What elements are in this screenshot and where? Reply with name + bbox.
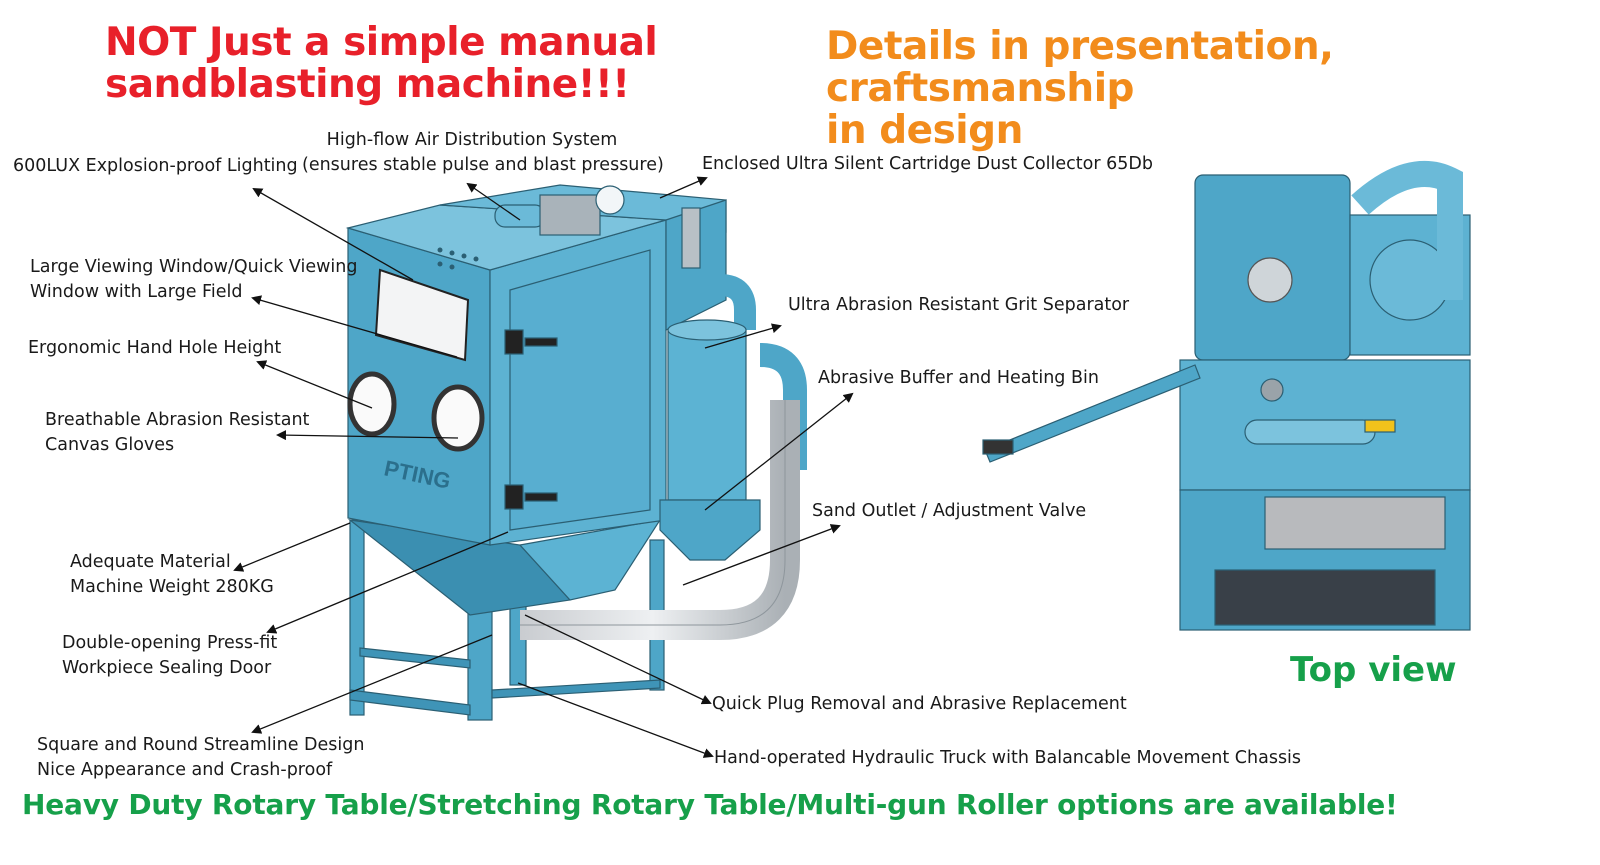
arrow-buffer-bin (704, 392, 854, 511)
label-gloves-line2: Canvas Gloves (45, 435, 175, 455)
arrow-hand-hole (256, 360, 373, 409)
arrow-streamline (251, 634, 493, 734)
label-material: Adequate Material Machine Weight 280KG (70, 550, 274, 600)
top-view-caption: Top view (1290, 650, 1457, 690)
label-lighting: 600LUX Explosion-proof Lighting (13, 156, 298, 176)
arrow-sand-outlet (682, 524, 841, 586)
label-sand-outlet: Sand Outlet / Adjustment Valve (812, 501, 1087, 521)
options-banner: Heavy Duty Rotary Table/Stretching Rotar… (22, 788, 1398, 821)
label-gloves: Breathable Abrasion Resistant Canvas Glo… (45, 408, 309, 458)
headline-right-line1: Details in presentation, craftsmanship (826, 24, 1334, 111)
headline-right-line2: in design (826, 108, 1023, 153)
label-viewing-window: Large Viewing Window/Quick Viewing Windo… (30, 255, 357, 305)
label-buffer-bin: Abrasive Buffer and Heating Bin (818, 368, 1099, 388)
arrow-truck (517, 682, 714, 758)
label-door: Double-opening Press-fit Workpiece Seali… (62, 631, 277, 681)
label-air-system-line2: (ensures stable pulse and blast pressure… (302, 155, 664, 175)
arrow-quick-plug (524, 614, 712, 705)
label-grit-separator: Ultra Abrasion Resistant Grit Separator (788, 295, 1130, 315)
label-material-line2: Machine Weight 280KG (70, 577, 274, 597)
top-view-machine (982, 160, 1471, 631)
label-gloves-line1: Breathable Abrasion Resistant (45, 410, 310, 430)
label-hand-hole: Ergonomic Hand Hole Height (28, 338, 282, 358)
arrow-door (266, 531, 509, 634)
arrow-lighting (252, 188, 414, 281)
arrow-gloves (276, 430, 459, 441)
label-door-line2: Workpiece Sealing Door (62, 658, 272, 678)
callout-arrows (233, 176, 854, 758)
label-viewing-window-line2: Window with Large Field (30, 282, 243, 302)
label-streamline-line2: Nice Appearance and Crash-proof (37, 760, 333, 780)
arrow-material (233, 522, 351, 572)
headline-left-line1: NOT Just a simple manual (105, 20, 658, 65)
label-air-system-line1: High-flow Air Distribution System (326, 130, 618, 150)
label-air-system: High-flow Air Distribution System (ensur… (302, 128, 664, 178)
headline-right: Details in presentation, craftsmanship i… (826, 26, 1600, 152)
arrow-grit-separator (704, 323, 782, 349)
label-quick-plug: Quick Plug Removal and Abrasive Replacem… (712, 694, 1127, 714)
sandblasting-cabinet (345, 184, 807, 721)
label-material-line1: Adequate Material (70, 552, 231, 572)
headline-left-line2: sandblasting machine!!! (105, 62, 630, 107)
label-dust-collector: Enclosed Ultra Silent Cartridge Dust Col… (702, 154, 1153, 174)
label-door-line1: Double-opening Press-fit (62, 633, 278, 653)
label-streamline: Square and Round Streamline Design Nice … (37, 733, 364, 783)
arrow-viewing-window (251, 295, 458, 358)
arrow-air-system (466, 182, 521, 221)
label-streamline-line1: Square and Round Streamline Design (37, 735, 365, 755)
headline-left: NOT Just a simple manual sandblasting ma… (105, 20, 658, 107)
arrow-dust-collector (659, 176, 708, 199)
label-viewing-window-line1: Large Viewing Window/Quick Viewing (30, 257, 358, 277)
label-truck: Hand-operated Hydraulic Truck with Balan… (714, 748, 1302, 768)
